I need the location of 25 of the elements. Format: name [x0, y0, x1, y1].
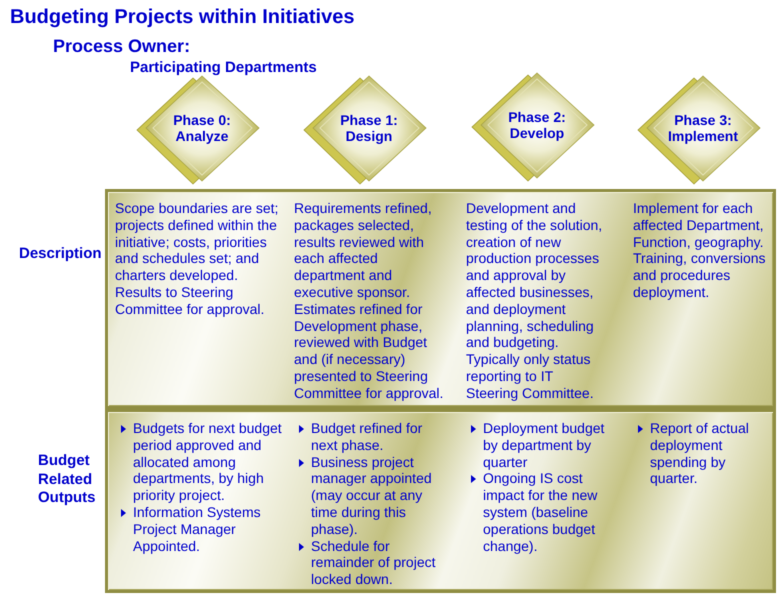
list-item-text: Ongoing IS cost impact for the new system (baseline operations budget change).: [483, 470, 598, 554]
description-text: Implement for each affected Department, Function, geography. Training, conversions and procedures deployment.: [633, 200, 767, 301]
list-item-text: Budget refined for next phase.: [311, 420, 424, 454]
list-item-text: Report of actual deployment spending by quarter.: [650, 420, 750, 488]
list-item-text: Deployment budget by department by quarter: [483, 420, 606, 470]
row-heading: Budget Related Outputs: [38, 452, 96, 508]
list-item-text: Schedule for remainder of project locked down.: [311, 538, 437, 588]
description-text: Scope boundaries are set; projects defined within the initiative; costs, priorities and schedules set; and charters developed. Results to Steering Committee for approval.: [115, 200, 280, 318]
list-item-text: Budgets for next budget period approved and allocated among departments, by high priority project.: [133, 420, 283, 504]
description-text: Development and testing of the solution, creation of new production processes and approval by affected businesses, and deployment planning, scheduling and budgeting. Typically only status reporting to IT Steering Committee.: [466, 200, 604, 402]
phase-label: Phase 2: Develop: [507, 109, 567, 141]
phase-diamond: [303, 75, 427, 185]
phase-label: Phase 1: Design: [339, 112, 399, 144]
phase-label: Phase 3: Implement: [666, 112, 739, 144]
description-text: Requirements refined, packages selected, results reviewed with each affected department and executive sponsor. Estimates refined for Development phase, reviewed with Budget and (if necessary) presented to Steering Committee for approval.: [294, 200, 444, 402]
phase-diamond: [637, 75, 761, 185]
phase-diamond: [471, 72, 595, 182]
phase-diamond: [136, 75, 260, 185]
row-heading: Description: [19, 245, 102, 264]
diagram-title: Budgeting Projects within Initiatives: [10, 6, 354, 29]
list-item-text: Business project manager appointed (may occur at any time during this phase).: [311, 454, 433, 538]
subheading: Participating Departments: [130, 59, 317, 76]
subheading: Process Owner:: [53, 36, 190, 57]
phase-label: Phase 0: Analyze: [172, 112, 232, 144]
list-item-text: Information Systems Project Manager Appointed.: [133, 504, 262, 554]
